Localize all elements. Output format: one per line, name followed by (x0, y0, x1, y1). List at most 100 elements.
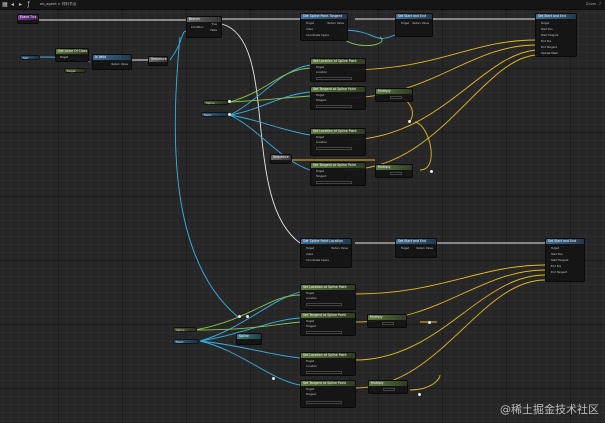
sequence-node-a[interactable]: Sequence (148, 56, 168, 66)
object-wire (199, 291, 301, 342)
breadcrumb[interactable]: ob_agent > 材料节点 (40, 2, 77, 6)
zoom-level: Zoom -7 (585, 2, 601, 6)
pin-label: Target (551, 247, 560, 250)
set-tangent-node-a[interactable]: Set Tangent at Spline Point Target Tange… (310, 86, 366, 110)
pin-label: Return Value (331, 247, 348, 250)
reroute-node[interactable] (246, 315, 249, 318)
event-tick-node[interactable]: Event Tick (17, 14, 39, 24)
is-valid-node[interactable]: Is Valid Return Value (92, 54, 132, 70)
multiply-node-d[interactable]: Multiply (368, 380, 408, 394)
pin-label: Location (306, 365, 317, 368)
graph-icon[interactable]: ▦ (2, 1, 8, 8)
reroute-node[interactable] (228, 100, 231, 103)
forward-arrow-icon[interactable]: ▸ (18, 1, 22, 8)
reroute-node[interactable] (428, 321, 431, 324)
spline-variable-a[interactable]: Spline (203, 100, 229, 105)
node-title: Is Valid (93, 55, 131, 60)
sequence-node-b[interactable]: Sequence (270, 154, 292, 164)
pin-label: False (210, 29, 217, 32)
get-spline-node[interactable]: Spline (236, 333, 262, 345)
node-title: Spline (237, 334, 261, 339)
target-variable[interactable]: Target (64, 68, 86, 73)
value-field[interactable] (383, 388, 395, 391)
set-tangent-node-b[interactable]: Set Tangent at Spline Point Target Tange… (310, 162, 366, 186)
node-title: Set Location at Spline Point (311, 129, 365, 134)
value-field[interactable] (306, 401, 342, 404)
pin-label: Condition (191, 26, 204, 29)
toolbar: ▦ ◂ ▸ ƒ ob_agent > 材料节点 Zoom -7 (0, 0, 605, 10)
vector-wire (354, 274, 546, 361)
reroute-node[interactable] (430, 170, 433, 173)
pin-label: Target (306, 247, 315, 250)
value-field[interactable] (316, 181, 352, 184)
reroute-node[interactable] (228, 113, 231, 116)
set-tangent-node-d[interactable]: Set Tangent at Spline Point Target Tange… (300, 380, 356, 408)
pin-label: Start Pos (541, 28, 553, 31)
set-start-end-node-b[interactable]: Set Start and End Target Return Value (395, 238, 437, 258)
watermark: @稀土掘金技术社区 (500, 403, 599, 416)
multiply-node-c[interactable]: Multiply (367, 314, 407, 328)
pin-label: End Pos (551, 265, 562, 268)
node-title: Set Tangent at Spline Point (311, 87, 365, 92)
value-field[interactable] (390, 96, 402, 99)
reroute-node[interactable] (408, 120, 411, 123)
value-field[interactable] (306, 331, 342, 334)
set-tangent-node-c[interactable]: Set Tangent at Spline Point Target Tange… (300, 312, 356, 336)
spline-point-tangent-node[interactable]: Get Spline Point Tangent Target Index Co… (300, 13, 348, 41)
reroute-node[interactable] (272, 377, 275, 380)
vector-wire (409, 374, 441, 391)
set-location-node-a[interactable]: Set Location at Spline Point Target Loca… (310, 58, 366, 82)
set-start-end-node-final-b[interactable]: Set Start and End Target Start Pos Start… (545, 238, 585, 282)
pin-label: Update Mesh (541, 52, 559, 55)
pin-label: Index (306, 253, 314, 256)
set-start-end-node-a[interactable]: Set Start and End Target Return Value (395, 13, 433, 37)
node-title: Multiply (376, 89, 412, 94)
pin-label: Target (316, 170, 325, 173)
mesh-variable-b[interactable]: Mesh (173, 339, 199, 344)
float-wire (194, 294, 301, 331)
pin-label: End Tangent (541, 46, 558, 49)
object-wire (229, 114, 311, 171)
value-field[interactable] (306, 371, 342, 374)
spline-variable-b[interactable]: Spline (173, 327, 197, 332)
mesh-variable-a[interactable]: Mesh (201, 112, 229, 117)
object-wire (229, 114, 311, 136)
value-field[interactable] (316, 77, 352, 80)
float-wire (344, 36, 383, 47)
reroute-node[interactable] (418, 393, 421, 396)
value-field[interactable] (316, 147, 352, 150)
pin-label: End Pos (541, 40, 552, 43)
pin-label: Start Tangent (551, 259, 569, 262)
function-icon[interactable]: ƒ (27, 1, 30, 8)
pin-label: Tangent (316, 99, 327, 102)
value-field[interactable] (390, 172, 402, 175)
set-start-end-node-final-a[interactable]: Set Start and End Target Start Pos Start… (535, 13, 577, 57)
pin-label: Return Value (412, 22, 429, 25)
back-arrow-icon[interactable]: ◂ (10, 1, 14, 8)
spline-point-location-node[interactable]: Get Spline Point Location Target Index C… (300, 238, 352, 268)
multiply-node-a[interactable]: Multiply (375, 88, 413, 102)
object-wire (229, 64, 311, 116)
node-title: Sequence (149, 57, 167, 62)
pin-label: Target (306, 320, 315, 323)
pin-label: Tangent (306, 325, 317, 328)
pin-label: Return Value (111, 63, 128, 66)
pin-label: Coordinate Space (306, 34, 329, 37)
pin-label: Target (401, 22, 410, 25)
reroute-node[interactable] (238, 315, 241, 318)
pin-label: End Tangent (551, 271, 568, 274)
set-location-node-d[interactable]: Set Location at Spline Point Target Loca… (300, 352, 356, 376)
value-field[interactable] (306, 303, 342, 306)
multiply-node-b[interactable]: Multiply (375, 164, 413, 178)
branch-node[interactable]: Branch Condition True False (186, 16, 222, 38)
vector-wire (344, 39, 537, 71)
value-field[interactable] (316, 105, 352, 108)
set-location-node-c[interactable]: Set Location at Spline Point Target Loca… (300, 284, 356, 310)
set-location-node-b[interactable]: Set Location at Spline Point Target Loca… (310, 128, 366, 156)
node-title: Set Tangent at Spline Point (301, 381, 355, 386)
get-actor-node[interactable]: Get Actor Of Class Target (55, 48, 89, 62)
node-title: Set Tangent at Spline Point (311, 163, 365, 168)
value-field[interactable] (382, 322, 394, 325)
self-variable[interactable]: Self (20, 55, 40, 60)
node-title: Set Start and End (396, 14, 432, 19)
